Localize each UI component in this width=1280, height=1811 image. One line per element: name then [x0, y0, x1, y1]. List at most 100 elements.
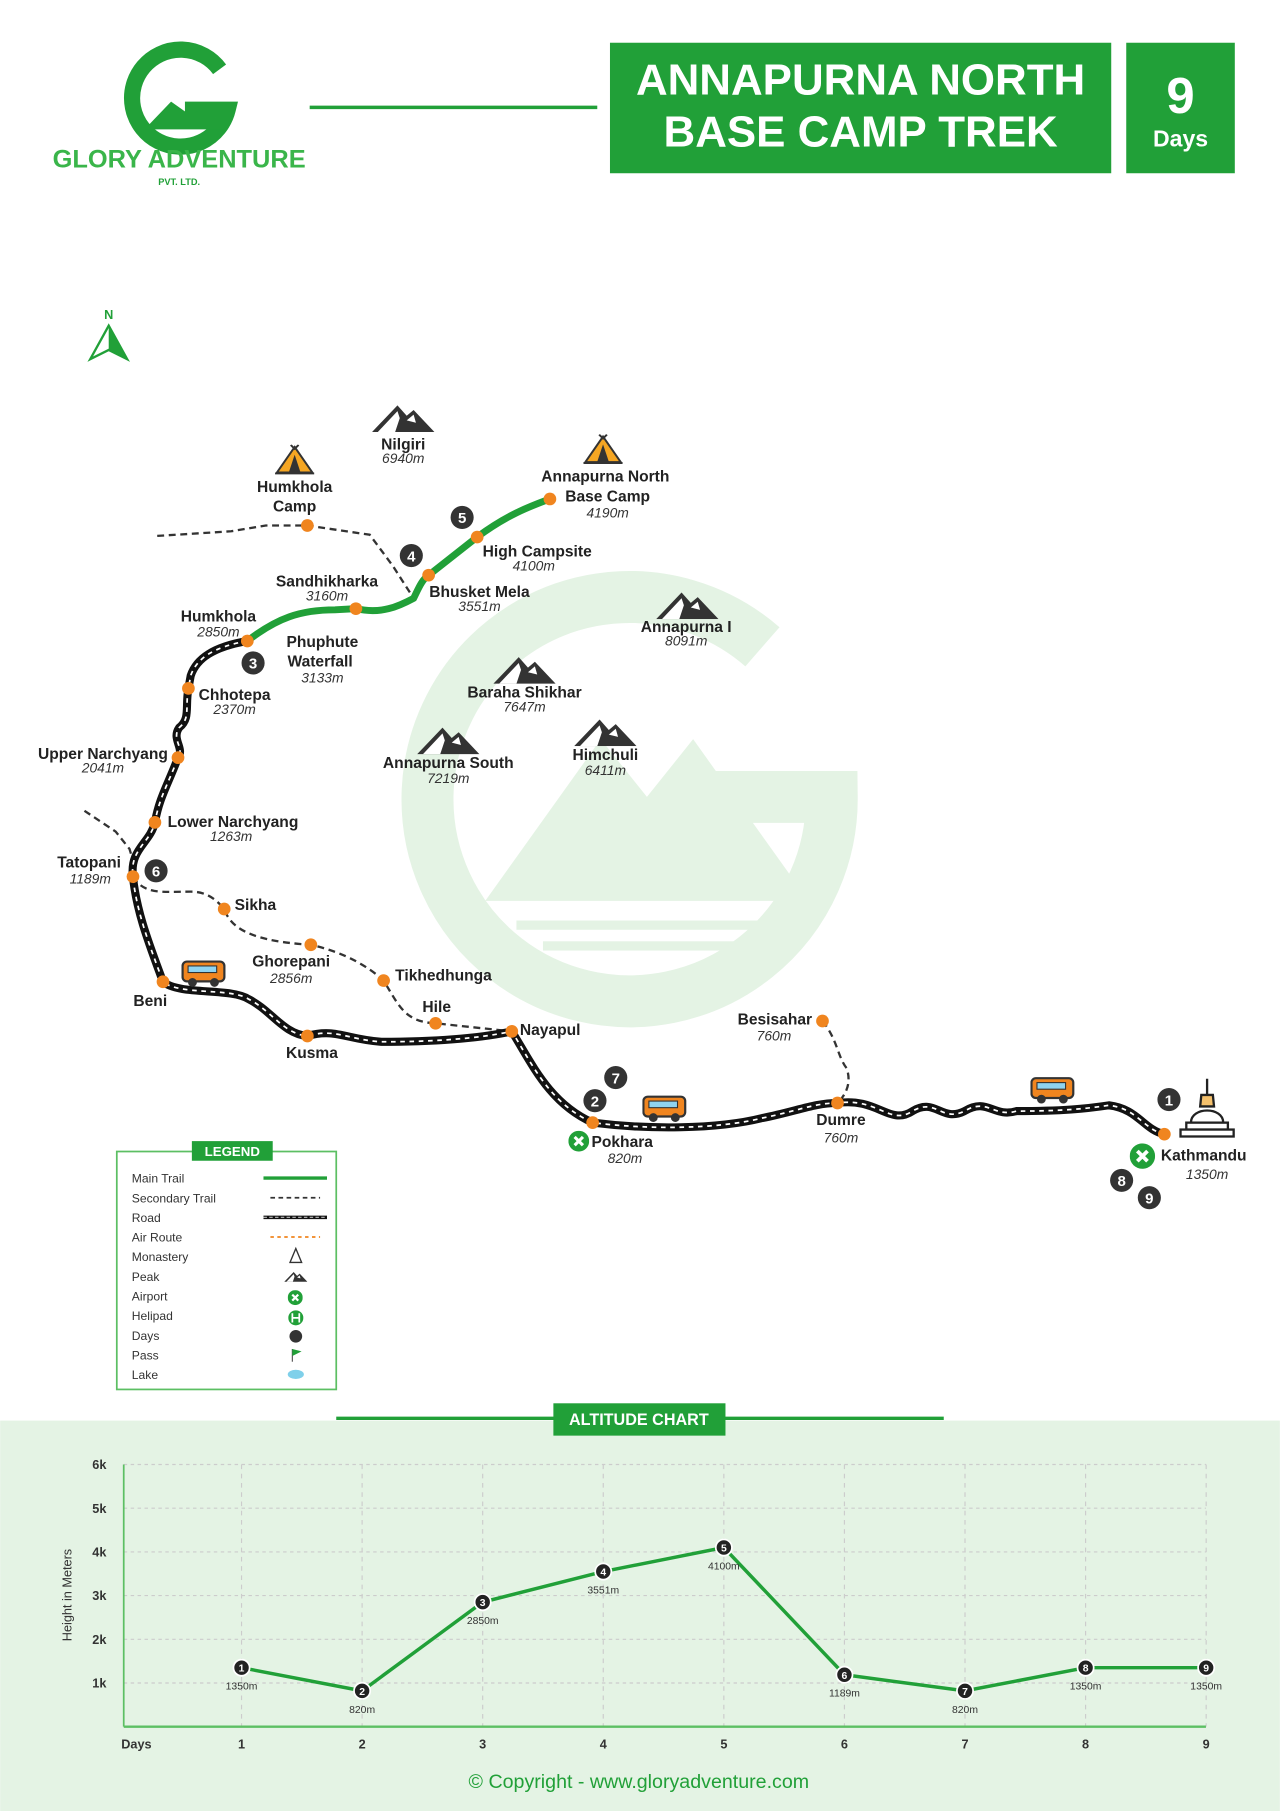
data-point-day: 5 — [721, 1544, 727, 1555]
chart-title-box — [553, 1403, 726, 1436]
svg-text:9: 9 — [1145, 1190, 1153, 1207]
stop-dumre[interactable] — [831, 1096, 844, 1110]
data-point[interactable] — [473, 1593, 492, 1612]
day-marker-9[interactable]: 9 — [1137, 1186, 1161, 1210]
x-tick-label: 2 — [359, 1738, 366, 1752]
monastery-icon — [289, 1246, 303, 1264]
stop-humkhola[interactable] — [240, 634, 254, 648]
day-marker-1[interactable]: 1 — [1157, 1087, 1181, 1112]
place-name: Annapurna North — [541, 469, 669, 486]
stop-nayapul[interactable] — [505, 1025, 519, 1038]
x-tick-label: 1 — [238, 1738, 245, 1752]
place-name: Besisahar — [738, 1011, 812, 1028]
place-altitude: 1263m — [210, 828, 252, 844]
stop-upper-narchyang[interactable] — [171, 751, 185, 765]
x-tick-label: 4 — [600, 1738, 607, 1752]
stop-annapurna-north-base-camp[interactable] — [543, 492, 557, 506]
place-labels: Humkhola Camp Annapurna North Base Camp … — [38, 469, 1247, 1183]
data-point[interactable] — [956, 1681, 974, 1700]
stops — [126, 492, 1171, 1141]
days-label: Days — [1153, 126, 1208, 152]
place-name: Hile — [422, 999, 451, 1016]
place-name: Bhusket Mela — [429, 584, 530, 601]
x-tick-label: 5 — [720, 1738, 727, 1752]
peak-icon — [574, 719, 637, 747]
data-point[interactable] — [353, 1681, 372, 1700]
svg-text:7: 7 — [612, 1070, 620, 1087]
data-point-day: 8 — [1083, 1664, 1089, 1675]
copyright-link[interactable]: © Copyright - www.gloryadventure.com — [469, 1771, 810, 1793]
peak-name: Annapurna I — [641, 619, 732, 636]
stop-ghorepani[interactable] — [304, 938, 318, 952]
days-box — [1126, 42, 1235, 174]
data-point[interactable] — [594, 1562, 613, 1581]
peak-labels: Nilgiri 6940m Annapurna I 8091m Baraha S… — [381, 436, 731, 786]
place-name: Phuphute — [286, 634, 358, 651]
y-tick-label: 2k — [92, 1633, 107, 1647]
data-point[interactable] — [232, 1658, 251, 1677]
legend-item-label: Airport — [132, 1290, 168, 1304]
stop-hile[interactable] — [429, 1016, 442, 1030]
place-name: Beni — [133, 993, 167, 1010]
brand-logo[interactable]: GLORY ADVENTURE PVT. LTD. — [53, 41, 306, 187]
place-name: Ghorepani — [252, 954, 330, 971]
stop-lower-narchyang[interactable] — [148, 815, 162, 829]
day-marker-2[interactable]: 2 — [583, 1089, 607, 1113]
day-marker-7[interactable]: 7 — [604, 1066, 628, 1090]
place-name: Camp — [273, 499, 316, 516]
day-marker-3[interactable]: 3 — [241, 651, 265, 675]
bus-icon — [1030, 1077, 1075, 1105]
svg-text:2: 2 — [591, 1093, 599, 1110]
stop-tikhedhunga[interactable] — [377, 974, 390, 987]
place-name: Tatopani — [57, 854, 121, 871]
stop-chhotepa[interactable] — [182, 682, 195, 695]
main-trail — [243, 495, 554, 645]
place-name: High Campsite — [483, 544, 592, 561]
y-tick-label: 3k — [92, 1589, 107, 1603]
stop-bhusket-mela[interactable] — [422, 568, 435, 582]
data-point[interactable] — [1076, 1658, 1095, 1677]
day-marker-8[interactable]: 8 — [1110, 1168, 1134, 1192]
place-altitude: 820m — [608, 1150, 643, 1166]
stop-pokhara[interactable] — [586, 1116, 599, 1129]
data-label: 2850m — [467, 1616, 499, 1627]
logo-g-mark — [124, 41, 239, 155]
data-label: 1350m — [1070, 1682, 1102, 1693]
stop-tatopani[interactable] — [126, 870, 140, 883]
day-marker-5[interactable]: 5 — [450, 505, 474, 529]
data-label: 1350m — [226, 1682, 258, 1693]
data-point[interactable] — [835, 1665, 854, 1684]
legend-item-label: Road — [132, 1211, 161, 1225]
day-dot-icon — [289, 1329, 303, 1343]
place-name: Dumre — [816, 1112, 866, 1129]
data-point-day: 3 — [480, 1598, 486, 1609]
place-altitude: 4190m — [586, 504, 628, 520]
stop-kusma[interactable] — [301, 1029, 314, 1043]
stop-beni[interactable] — [156, 975, 170, 989]
y-tick-label: 6k — [92, 1458, 107, 1472]
stop-besisahar[interactable] — [816, 1014, 829, 1028]
peak-name: Himchuli — [572, 747, 638, 764]
stupa-icon — [1179, 1078, 1235, 1138]
day-marker-6[interactable]: 6 — [144, 859, 168, 883]
stop-sikha[interactable] — [217, 902, 231, 916]
data-point-day: 2 — [359, 1687, 365, 1698]
place-name: Humkhola — [181, 608, 257, 625]
bus-icon — [181, 960, 226, 988]
stop-humkhola-camp[interactable] — [301, 519, 314, 532]
day-marker-4[interactable]: 4 — [399, 543, 423, 568]
data-point[interactable] — [1197, 1658, 1216, 1677]
svg-text:6: 6 — [152, 864, 160, 881]
logo-mountain-icon — [144, 101, 227, 130]
stop-sandhikharka[interactable] — [349, 602, 363, 616]
data-point-day: 9 — [1203, 1664, 1209, 1675]
place-name: Chhotepa — [199, 687, 271, 704]
data-label: 1189m — [829, 1689, 860, 1700]
data-point[interactable] — [714, 1538, 733, 1557]
place-name: Sikha — [235, 897, 277, 914]
data-point-day: 6 — [842, 1671, 848, 1682]
peak-altitude: 6411m — [585, 762, 626, 778]
stop-high-campsite[interactable] — [470, 530, 484, 544]
stop-kathmandu[interactable] — [1158, 1127, 1171, 1141]
